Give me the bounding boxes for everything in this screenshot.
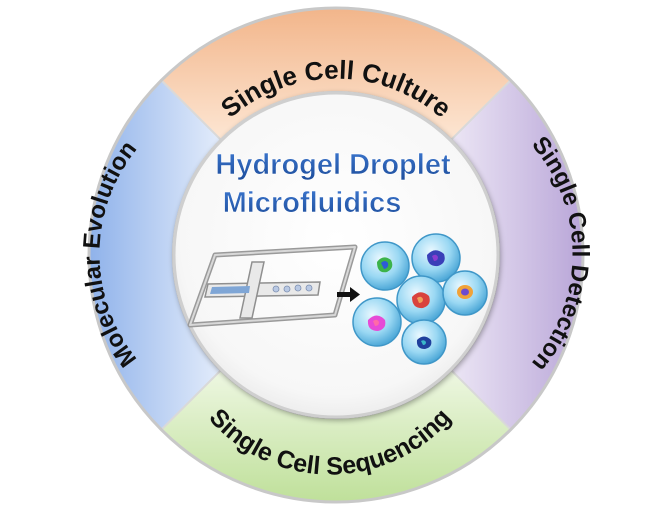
cell-droplet bbox=[396, 275, 446, 325]
center-title-line2: Microfluidics bbox=[223, 187, 402, 219]
right-arrow-icon bbox=[337, 287, 360, 302]
cell-droplets bbox=[352, 233, 488, 365]
cell-droplet bbox=[352, 297, 402, 347]
cell-droplet bbox=[401, 319, 447, 365]
outer-ring-border bbox=[87, 6, 585, 504]
cell-droplet bbox=[360, 241, 410, 291]
center-title-line1: Hydrogel Droplet bbox=[215, 149, 451, 181]
microfluidic-chip-illustration bbox=[187, 244, 358, 328]
cell-droplet bbox=[442, 270, 488, 316]
